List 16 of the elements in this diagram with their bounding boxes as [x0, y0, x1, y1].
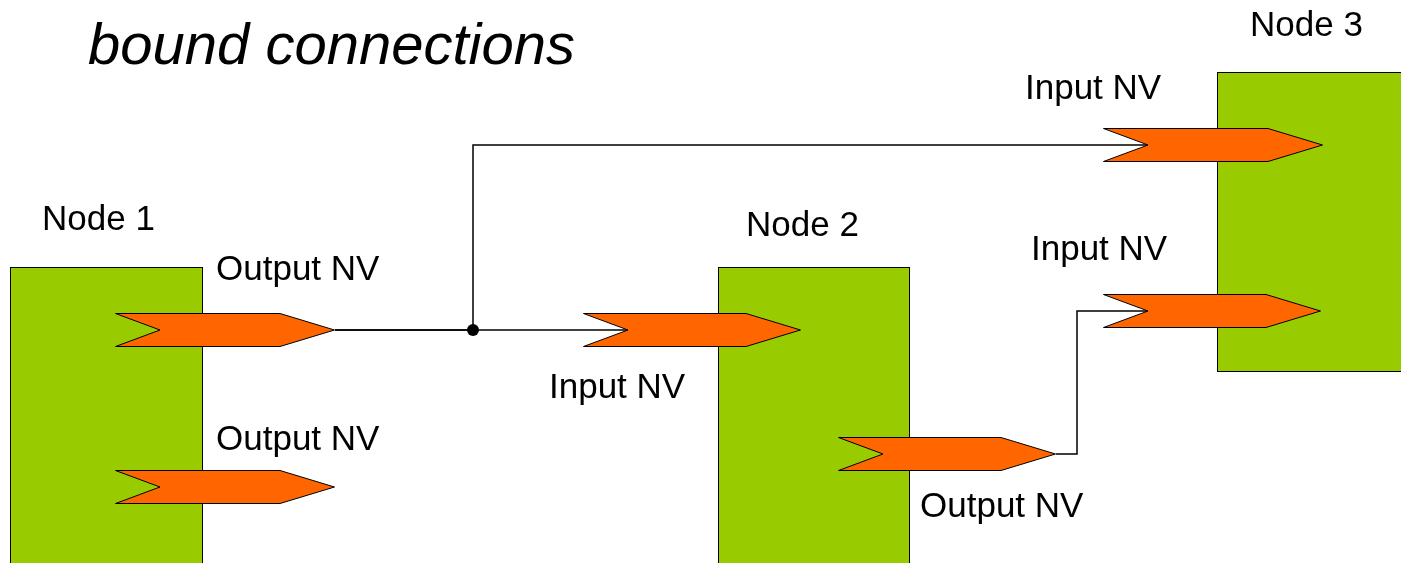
- node-title: Node 3: [1250, 4, 1363, 44]
- diagram-title: bound connections: [88, 10, 575, 78]
- chevron-label: Output NV: [920, 485, 1084, 525]
- chevron-shape: [838, 437, 1056, 471]
- chevron-label: Input NV: [1025, 67, 1162, 107]
- node-title: Node 1: [42, 198, 155, 238]
- node-title: Node 2: [746, 204, 859, 244]
- chevron-label: Input NV: [1031, 228, 1168, 268]
- chevron-shape: [1103, 294, 1321, 328]
- chevron-shape: [583, 313, 801, 347]
- chevron-label: Input NV: [549, 366, 686, 406]
- chevron-shape: [115, 470, 335, 504]
- chevron-label: Output NV: [216, 418, 380, 458]
- chevron-label: Output NV: [216, 248, 380, 288]
- chevron-shape: [115, 313, 335, 347]
- chevron-shape: [1103, 128, 1323, 162]
